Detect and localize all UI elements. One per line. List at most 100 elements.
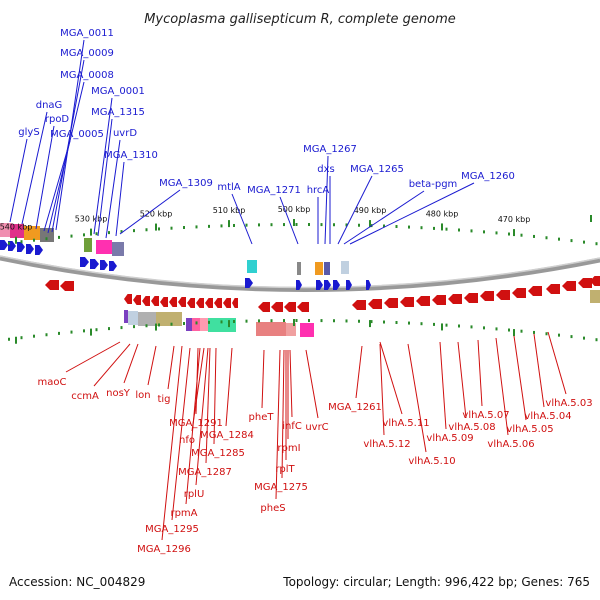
leader-maoc: [65, 341, 121, 373]
reverse-gene-arrow: [528, 286, 542, 296]
tick-dot: [570, 239, 573, 243]
forward-gene-arrow: [17, 242, 25, 252]
major-tick: [441, 223, 443, 231]
tick-dot: [45, 237, 48, 241]
tick-dot: [508, 232, 510, 236]
gene-label-beta-pgm: beta-pgm: [409, 179, 458, 190]
leader-phet: [261, 349, 265, 409]
annotation-block: [84, 238, 92, 252]
gene-label-mga-1284: MGA_1284: [200, 430, 254, 441]
forward-gene-arrow: [100, 260, 108, 270]
gene-label-maoc: maoC: [38, 377, 67, 388]
reverse-gene-arrow: [60, 281, 74, 291]
gene-label-mga-0009: MGA_0009: [60, 48, 114, 59]
tick-dot: [95, 232, 98, 236]
major-tick: [369, 320, 371, 328]
leader-vlha-5-10: [407, 343, 427, 453]
gene-label-nfo: nfo: [179, 435, 195, 446]
reverse-gene-arrow: [590, 276, 600, 286]
annotation-block: [186, 318, 192, 331]
gene-label-mga-1271: MGA_1271: [247, 185, 301, 196]
tick-dot: [145, 324, 148, 328]
tick-dot: [208, 320, 210, 324]
reverse-gene-arrow: [480, 291, 494, 301]
tick-dot: [570, 335, 573, 339]
tick-dot: [470, 325, 473, 329]
tick-dot: [145, 228, 148, 232]
tick-dot: [433, 322, 435, 326]
tick-dot: [120, 230, 123, 234]
scale-label-4: 510 kbp: [213, 206, 246, 215]
major-tick: [513, 329, 515, 337]
leader-mga-1285: [213, 347, 217, 445]
map-title: Mycoplasma gallisepticum R, complete gen…: [144, 12, 456, 27]
gene-label-vlha-5-10: vlhA.5.10: [408, 456, 455, 467]
tick-dot: [383, 320, 385, 324]
forward-gene-arrow: [245, 278, 253, 288]
gene-label-dxs: dxs: [317, 164, 334, 175]
annotation-block: [96, 240, 112, 254]
feature-layer: [0, 223, 600, 337]
tick-dot: [58, 235, 60, 239]
gene-label-glys: glyS: [18, 127, 39, 138]
major-tick: [513, 229, 515, 237]
tick-dot: [395, 321, 398, 325]
tick-dot: [558, 237, 560, 241]
leader-vlha-5-09: [439, 341, 447, 430]
leader-mga-0001: [93, 97, 113, 235]
annotation-block: [315, 262, 323, 275]
tick-dot: [283, 319, 285, 323]
scale-label-1: 540 kbp: [0, 223, 32, 232]
tick-dot: [158, 227, 160, 231]
tick-dot: [470, 229, 473, 233]
leader-vlha-5-03: [547, 331, 567, 395]
gene-label-vlha-5-09: vlhA.5.09: [426, 433, 473, 444]
tick-dot: [545, 236, 548, 240]
annotation-block: [208, 318, 236, 332]
tick-dot: [233, 319, 235, 323]
annotation-block: [10, 224, 24, 238]
tick-dot: [220, 320, 223, 324]
leader-dnag: [21, 111, 48, 225]
major-tick: [228, 320, 230, 328]
tick-dot: [433, 226, 435, 230]
tick-dot: [45, 333, 48, 337]
tick-dot: [458, 228, 460, 232]
reverse-gene-arrow: [232, 298, 238, 308]
tick-dot: [420, 226, 423, 230]
major-tick: [441, 323, 443, 331]
leader-tig: [167, 345, 175, 390]
leader-mga-0009: [51, 59, 85, 233]
tick-dot: [508, 328, 510, 332]
tick-dot: [408, 321, 410, 325]
forward-gene-arrow: [366, 280, 371, 290]
forward-gene-arrow: [316, 280, 323, 290]
gene-label-mga-1315: MGA_1315: [91, 107, 145, 118]
leader-vlha-5-07: [477, 339, 483, 407]
reverse-gene-arrow: [384, 298, 398, 308]
forward-gene-arrow: [109, 261, 117, 271]
leader-mga-1287: [205, 347, 211, 464]
scale-label-6: 490 kbp: [354, 206, 387, 215]
leader-vlha-5-12: [379, 343, 385, 436]
tick-dot: [108, 327, 110, 331]
scale-label-8: 470 kbp: [498, 215, 531, 224]
gene-label-mga-1285: MGA_1285: [191, 448, 245, 459]
tick-dot: [70, 234, 73, 238]
annotation-block: [200, 318, 208, 331]
tick-dot: [258, 223, 260, 227]
tick-dot: [308, 319, 310, 323]
leader-glys: [9, 138, 28, 223]
tick-dot: [83, 329, 85, 333]
scale-label-2: 530 kbp: [75, 215, 108, 224]
scale-label-7: 480 kbp: [426, 209, 459, 218]
annotation-block: [0, 223, 12, 237]
tick-dot: [120, 326, 123, 330]
reverse-gene-arrow: [160, 297, 168, 307]
reverse-gene-arrow: [448, 294, 462, 304]
leader-mga-1309: [119, 189, 181, 235]
gene-label-lon: lon: [135, 390, 150, 401]
reverse-gene-arrow: [432, 295, 446, 305]
tick-dot: [358, 319, 360, 323]
